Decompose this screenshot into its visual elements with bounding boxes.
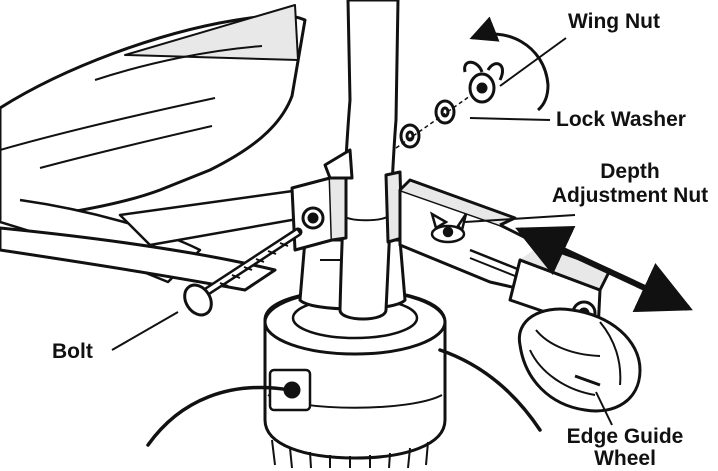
label-depth-line2: Adjustment Nut [551,184,709,207]
rotation-arrow [469,16,550,112]
label-depth-line1: Depth [600,160,660,183]
trimmer-line [146,348,542,447]
bolt [183,227,303,317]
depth-wing-nut [429,211,468,244]
exploded-axis-line [395,95,471,149]
leader-lines [111,37,613,426]
label-wing-nut: Wing Nut [568,10,660,33]
flat-washer [399,123,421,149]
label-lock-washer: Lock Washer [556,108,686,131]
label-edge-guide-line1: Edge Guide [566,425,684,448]
label-bolt: Bolt [52,340,93,363]
label-edge-guide-line2: Wheel [594,447,656,470]
wing-nut [463,60,504,104]
edge-guide-wheel [517,307,642,413]
adjustment-direction-arrow [515,225,693,313]
lock-washer [434,99,456,125]
